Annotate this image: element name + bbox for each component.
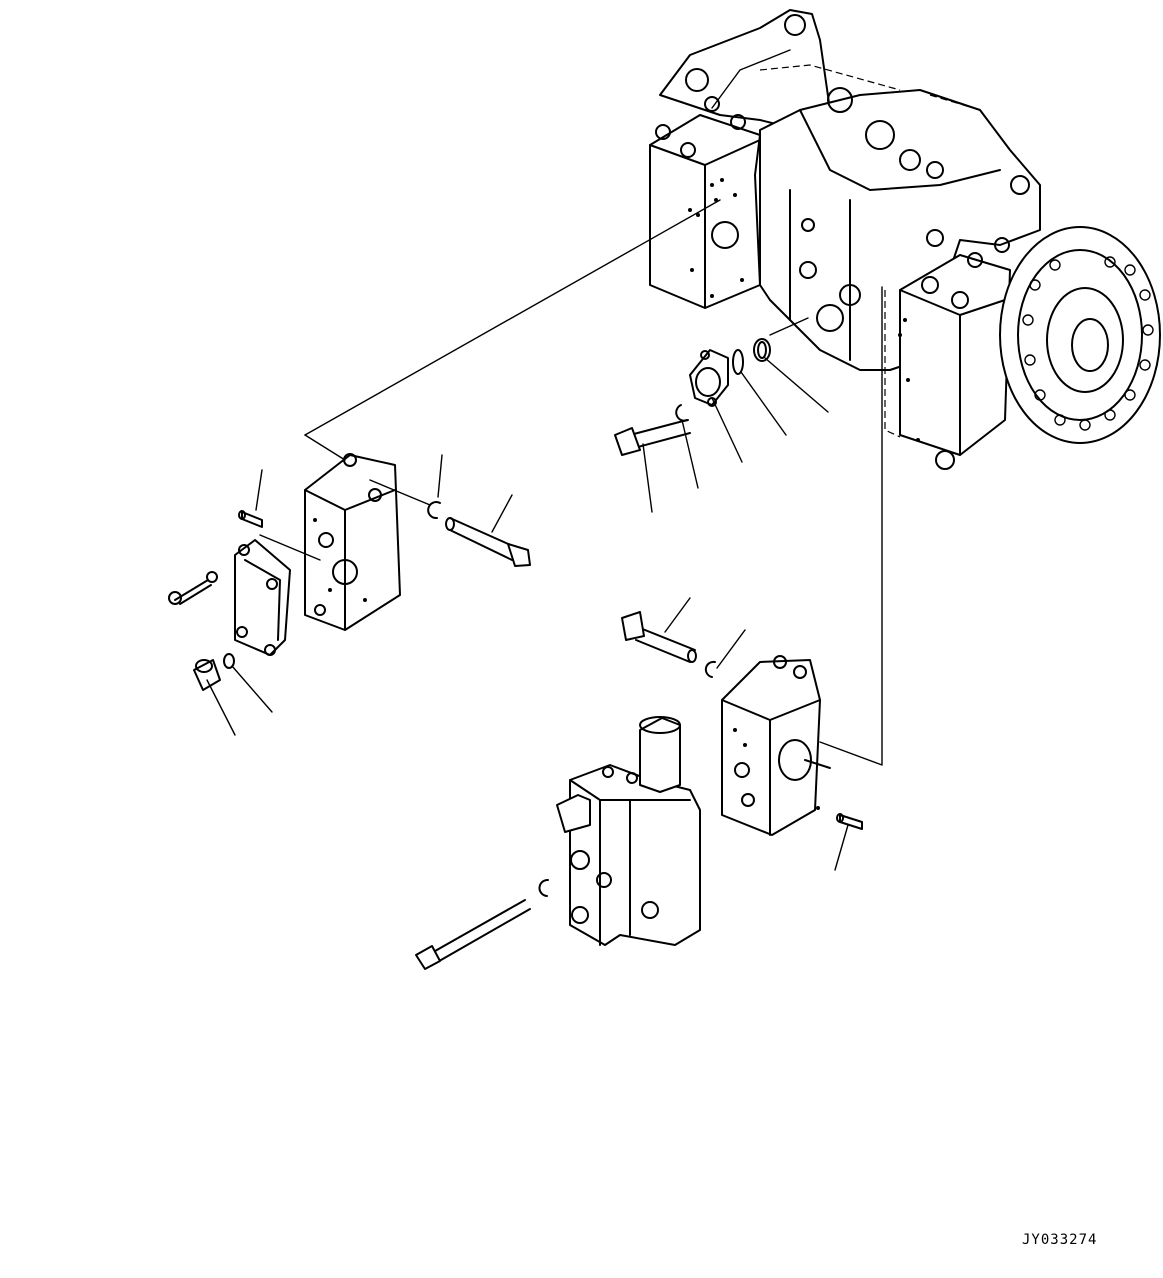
drawing-code: JY033274 bbox=[1022, 1232, 1098, 1248]
left-valve-block bbox=[304, 453, 401, 631]
middle-flange-parts bbox=[614, 338, 771, 456]
leader-lines bbox=[206, 199, 883, 871]
left-fasteners bbox=[168, 501, 531, 691]
solenoid-valve-assembly bbox=[415, 716, 701, 970]
right-valve-block bbox=[721, 655, 831, 836]
left-cover-plate bbox=[234, 539, 291, 656]
main-pump-assembly bbox=[649, 9, 1161, 470]
right-fasteners bbox=[621, 611, 863, 830]
